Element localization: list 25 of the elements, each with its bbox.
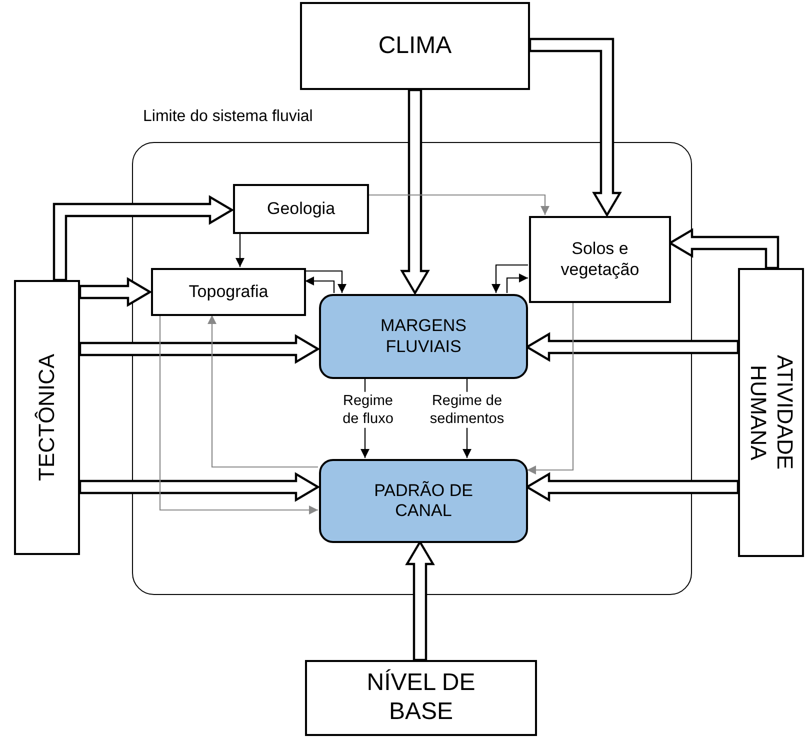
process-box: Solos e vegetação [529,216,671,303]
arrow [492,264,528,293]
process-box: Geologia [233,184,369,234]
arrow [527,302,574,474]
process-box: ATIVIDADE HUMANA [738,268,804,557]
process-box: MARGENS FLUVIAIS [319,294,528,379]
hollow-arrow [78,472,320,502]
arrow [368,194,550,215]
arrow [305,276,335,293]
hollow-arrow [528,38,622,218]
hollow-arrow [52,195,234,282]
arrow [236,233,244,267]
hollow-arrow [78,277,152,307]
process-box: PADRÃO DE CANAL [319,459,528,543]
process-box: Topografia [151,268,306,316]
arrow [305,270,346,293]
process-box: TECTÔNICA [14,280,80,555]
boundary-title: Limite do sistema fluvial [143,107,313,126]
arrow [159,315,318,514]
hollow-arrow [400,88,430,296]
arrow [208,315,318,468]
hollow-arrow [78,334,320,364]
process-box: NÍVEL DE BASE [305,660,537,736]
process-box: CLIMA [300,2,530,90]
arrow [506,274,528,293]
